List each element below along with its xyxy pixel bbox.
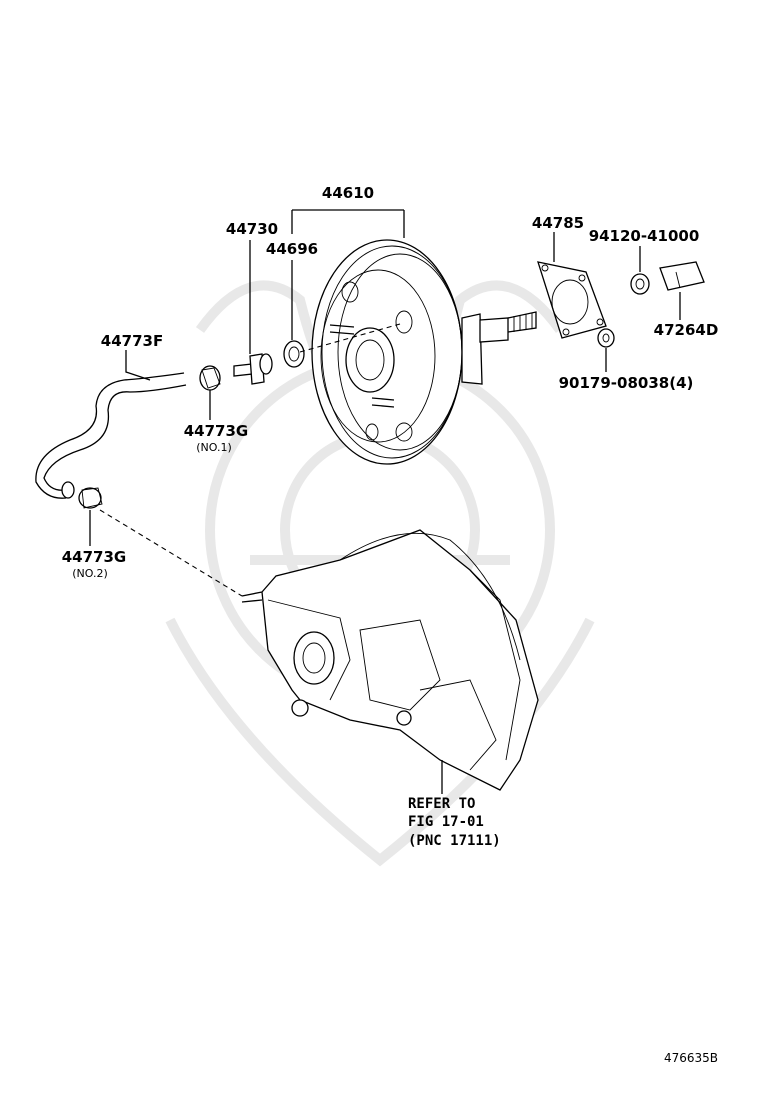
label-44696: 44696 bbox=[266, 240, 318, 258]
intake-manifold bbox=[241, 529, 539, 791]
vacuum-hose bbox=[35, 372, 187, 499]
gasket-44785 bbox=[537, 261, 607, 339]
refer-line-3: (PNC 17111) bbox=[408, 833, 501, 849]
nut-90179 bbox=[597, 328, 615, 348]
clip-no2 bbox=[78, 487, 103, 509]
refer-line-1: REFER TO bbox=[408, 796, 475, 812]
label-44730: 44730 bbox=[226, 220, 278, 238]
label-no2: (NO.2) bbox=[72, 567, 108, 580]
label-47264d: 47264D bbox=[654, 321, 719, 339]
check-valve-44730 bbox=[233, 353, 273, 385]
label-44773f: 44773F bbox=[101, 332, 163, 350]
brake-booster bbox=[311, 239, 537, 465]
label-90179-08038: 90179-08038(4) bbox=[559, 374, 694, 392]
label-44773g-2: 44773G bbox=[62, 548, 127, 566]
grommet-44696 bbox=[283, 340, 305, 368]
label-44773g-1: 44773G bbox=[184, 422, 249, 440]
label-94120-41000: 94120-41000 bbox=[589, 227, 700, 245]
refer-line-2: FIG 17-01 bbox=[408, 814, 484, 830]
label-44610: 44610 bbox=[322, 184, 374, 202]
nut-94120 bbox=[630, 273, 650, 295]
figure-code: 476635B bbox=[664, 1051, 718, 1065]
clip-no1 bbox=[199, 365, 221, 391]
label-no1: (NO.1) bbox=[196, 441, 232, 454]
connection-line-hose bbox=[99, 509, 243, 597]
bracket-47264d bbox=[659, 261, 705, 291]
label-44785: 44785 bbox=[532, 214, 584, 232]
leader-lines bbox=[89, 209, 681, 794]
